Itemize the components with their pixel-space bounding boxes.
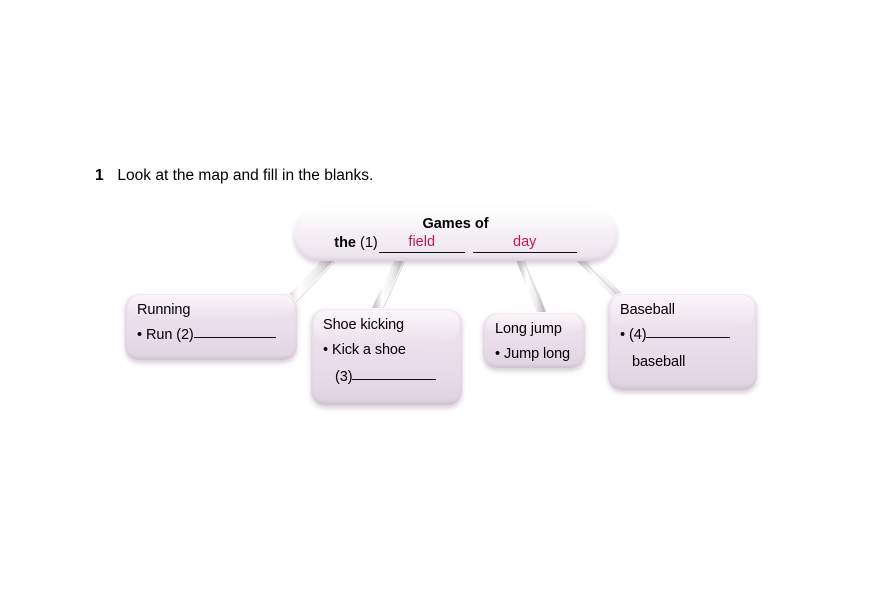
root-title: Games of <box>422 216 489 232</box>
node-running[interactable]: Running • Run (2) <box>125 293 297 360</box>
bullet-icon: • <box>620 327 625 343</box>
connector-edge-running <box>289 261 335 310</box>
node-shoe-kicking-item-2: (3) <box>323 369 450 386</box>
connector-edge-shoekick <box>379 261 405 317</box>
node-baseball-item-2-text: baseball <box>632 354 686 370</box>
node-shoe-kicking[interactable]: Shoe kicking • Kick a shoe (3) <box>311 308 462 405</box>
node-running-title: Running <box>137 302 191 318</box>
connector-root-to-shoekick <box>370 253 405 317</box>
node-baseball[interactable]: Baseball • (4) baseball <box>608 293 757 390</box>
root-blank-number: (1) <box>360 235 378 251</box>
answer-blank-1[interactable]: field <box>378 232 465 253</box>
bullet-icon: • <box>495 346 500 362</box>
exercise-number: 1 <box>95 167 104 184</box>
bullet-icon: • <box>323 342 328 358</box>
blank-number-3: (3) <box>335 369 353 385</box>
root-fill-in-line: the (1) field day <box>294 233 617 254</box>
node-baseball-item-2: baseball <box>620 354 745 371</box>
answer-blank-2[interactable]: day <box>472 232 577 253</box>
node-running-item-1: • Run (2) <box>137 327 285 344</box>
exercise-instruction-text: Look at the map and fill in the blanks. <box>117 167 374 184</box>
node-games-of-the-field-day[interactable]: Games of the (1) field day <box>294 208 617 261</box>
blank-number-4: (4) <box>629 327 647 343</box>
node-long-jump[interactable]: Long jump • Jump long <box>483 312 585 368</box>
answer-blank-3[interactable] <box>352 379 437 380</box>
bullet-icon: • <box>137 327 142 343</box>
node-long-jump-item-1: • Jump long <box>495 346 573 363</box>
node-running-item-1-text: Run (2) <box>146 327 194 343</box>
node-shoe-kicking-item-1-text: Kick a shoe <box>332 342 406 358</box>
node-shoe-kicking-title: Shoe kicking <box>323 317 405 333</box>
node-baseball-title: Baseball <box>620 302 675 318</box>
node-long-jump-title: Long jump <box>495 321 562 337</box>
answer-blank-4[interactable] <box>646 337 731 338</box>
node-long-jump-item-1-text: Jump long <box>504 346 570 362</box>
root-prefix: the <box>334 235 356 251</box>
connector-root-to-longjump <box>515 253 548 321</box>
answer-blank-2-running[interactable] <box>193 337 276 338</box>
exercise-instruction: 1 Look at the map and fill in the blanks… <box>95 167 373 185</box>
node-shoe-kicking-item-1: • Kick a shoe <box>323 342 450 359</box>
connector-edge-longjump <box>524 261 548 321</box>
node-baseball-item-1: • (4) <box>620 327 745 344</box>
